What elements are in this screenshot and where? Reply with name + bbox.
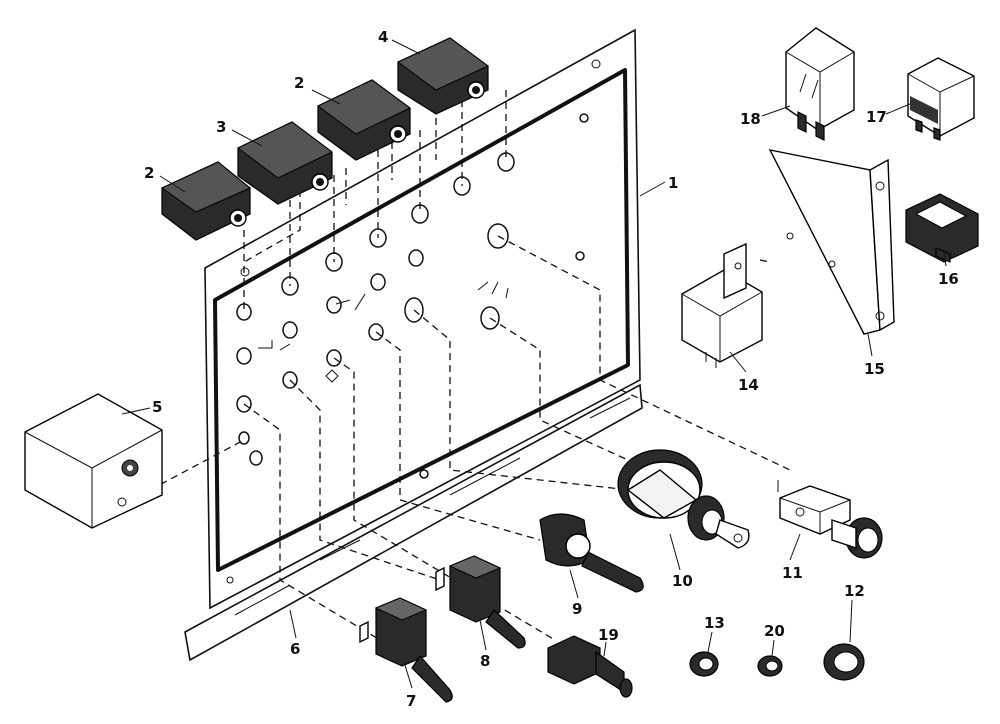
assembly-guide-lines	[149, 90, 791, 641]
callout-4: 4	[378, 28, 388, 46]
circuit-breaker-3	[237, 121, 333, 205]
callout-17: 17	[866, 108, 887, 126]
callout-7: 7	[406, 692, 416, 710]
toggle-switch-8	[435, 555, 526, 649]
callout-12: 12	[844, 582, 865, 600]
callout-1: 1	[668, 174, 678, 192]
callout-15: 15	[864, 360, 885, 378]
callout-13: 13	[704, 614, 725, 632]
callout-9: 9	[572, 600, 582, 618]
callout-16: 16	[938, 270, 959, 288]
ignition-switch-10	[617, 449, 750, 549]
circuit-breaker-2-left	[161, 161, 251, 241]
callout-20: 20	[764, 622, 785, 640]
push-switch-19	[547, 635, 633, 698]
grommet-20	[757, 655, 783, 677]
callout-14: 14	[738, 376, 759, 394]
relay-17	[907, 57, 975, 141]
callout-11: 11	[782, 564, 803, 582]
callout-6: 6	[290, 640, 300, 658]
toggle-switch-7	[359, 597, 453, 703]
callout-labels: 1 2 3 2 4 5 6 7 8 9 10 11 12 13 14 15 16…	[144, 28, 959, 710]
junction-box-5	[24, 393, 163, 529]
toggle-switch-9	[539, 513, 644, 593]
bracket-15	[768, 149, 895, 335]
leader-lines	[121, 39, 947, 689]
callout-8: 8	[480, 652, 490, 670]
switch-11	[777, 480, 883, 559]
callout-3: 3	[216, 118, 226, 136]
callout-19: 19	[598, 626, 619, 644]
grommet-13	[689, 651, 719, 677]
callout-5: 5	[152, 398, 162, 416]
instrument-panel	[184, 28, 643, 662]
relay-14	[681, 242, 763, 368]
circuit-breaker-4	[397, 37, 489, 115]
grommet-12	[823, 643, 865, 681]
callout-2-right: 2	[294, 74, 304, 92]
circuit-breaker-2-right	[317, 79, 411, 161]
callout-18: 18	[740, 110, 761, 128]
relay-socket-16	[905, 193, 979, 263]
relay-18	[785, 27, 855, 141]
callout-2-left: 2	[144, 164, 154, 182]
callout-10: 10	[672, 572, 693, 590]
